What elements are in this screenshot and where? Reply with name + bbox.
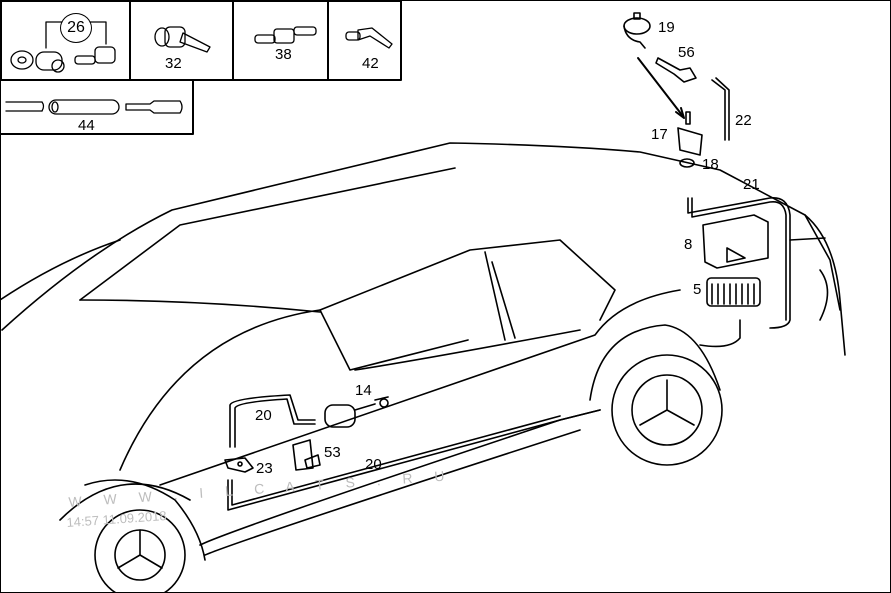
part-22-drawing: [711, 77, 730, 141]
callout-20-lower: 20: [365, 456, 382, 473]
vacuum-line-21: [687, 197, 791, 348]
inset-32-drawing: [154, 26, 211, 53]
inset-26-label: 26: [60, 13, 92, 43]
inset-42-drawing: [345, 27, 393, 49]
callout-14: 14: [355, 382, 372, 399]
part-56-drawing: [655, 57, 697, 83]
inset-44-drawing: [5, 99, 183, 115]
part-14-drawing: [324, 396, 389, 428]
callout-21: 21: [743, 176, 760, 193]
inset-32-label: 32: [165, 55, 182, 72]
callout-22: 22: [735, 112, 752, 129]
part-17-drawing: [677, 111, 703, 156]
callout-18: 18: [702, 156, 719, 173]
car-body: [0, 142, 846, 593]
arrow-19-to-17: [637, 57, 685, 119]
part-8-drawing: [702, 214, 769, 269]
inset-grid: [0, 0, 402, 135]
part-53-drawing: [292, 439, 321, 471]
callout-56: 56: [678, 44, 695, 61]
part-5-drawing: [706, 277, 761, 307]
callout-53: 53: [324, 444, 341, 461]
part-19-drawing: [623, 12, 651, 49]
inset-44-label: 44: [78, 117, 95, 134]
part-23-drawing: [224, 457, 254, 473]
callout-19: 19: [658, 19, 675, 36]
vacuum-line-20: [227, 394, 601, 511]
inset-26-drawing: [10, 21, 116, 73]
callout-5: 5: [693, 281, 702, 298]
inset-42-label: 42: [362, 55, 379, 72]
inset-38-drawing: [254, 26, 317, 44]
callout-23: 23: [256, 460, 273, 477]
part-18-drawing: [679, 158, 695, 168]
callout-17: 17: [651, 126, 668, 143]
callout-20-upper: 20: [255, 407, 272, 424]
inset-38-label: 38: [275, 46, 292, 63]
callout-8: 8: [684, 236, 693, 253]
